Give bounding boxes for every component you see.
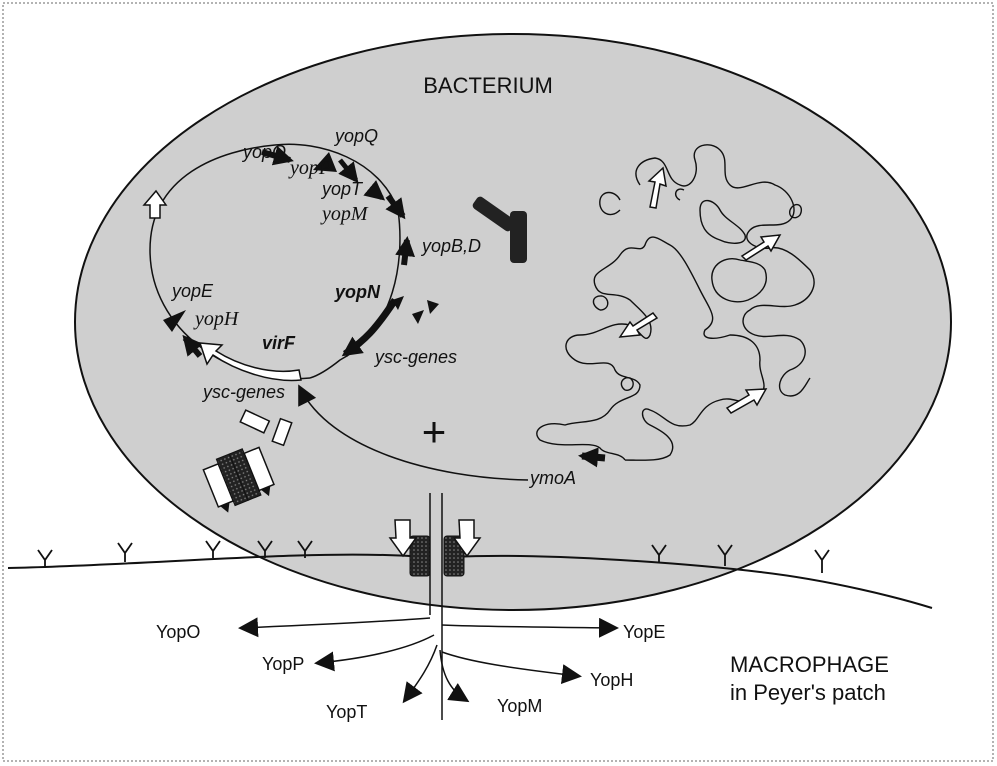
bacterium-title: BACTERIUM [423, 73, 553, 98]
ymoA-gene-arrow [582, 456, 605, 458]
chaperone-block-2 [510, 211, 527, 263]
host-subtitle: in Peyer's patch [730, 680, 886, 705]
label-virF: virF [262, 333, 296, 353]
effector-label-YopP: YopP [262, 654, 304, 674]
label-yopT: yopT [320, 179, 364, 199]
label-ymoA: ymoA [528, 468, 576, 488]
label-ysc-genes-outer: ysc-genes [201, 382, 285, 402]
effector-label-YopM: YopM [497, 696, 542, 716]
effector-label-YopT: YopT [326, 702, 367, 722]
label-yopQ: yopQ [333, 126, 378, 146]
effector-label-YopO: YopO [156, 622, 200, 642]
effector-label-YopH: YopH [590, 670, 633, 690]
label-yopH: yopH [193, 308, 240, 330]
label-yopP: yopP [288, 157, 331, 179]
effector-label-YopE: YopE [623, 622, 665, 642]
label-yopM: yopM [320, 203, 369, 225]
label-yopO: yopO [241, 142, 286, 162]
regulation-plus-sign: + [422, 408, 447, 455]
host-title: MACROPHAGE [730, 652, 889, 677]
label-yopN: yopN [334, 282, 381, 302]
label-ysc-genes-inner: ysc-genes [373, 347, 457, 367]
label-yopE: yopE [170, 281, 214, 301]
yopBD-gene-arrow [404, 240, 407, 265]
label-yopBD: yopB,D [420, 236, 481, 256]
